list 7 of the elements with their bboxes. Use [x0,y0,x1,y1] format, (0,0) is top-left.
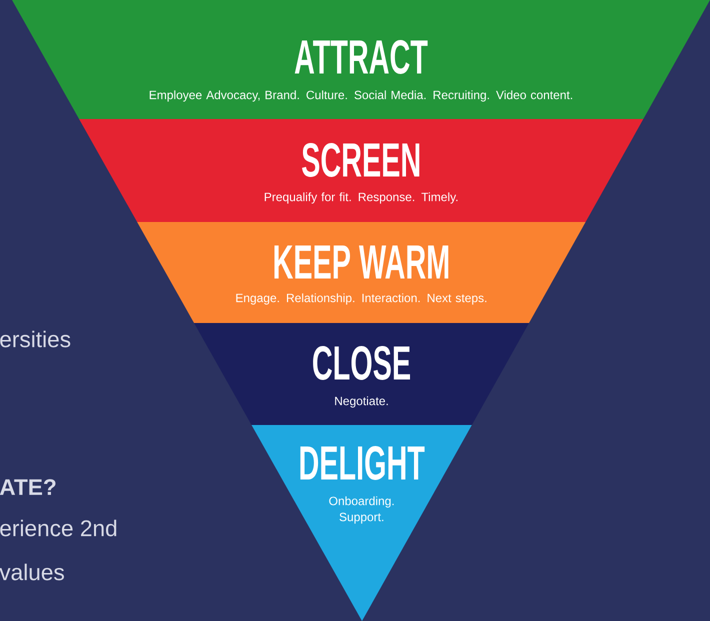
side-text: erience 2nd [0,520,116,536]
funnel-band: DELIGHT Onboarding. Support. [252,425,472,621]
funnel-band: SCREEN Prequalify for fit. Response. Timely. [79,119,644,222]
funnel-band: CLOSE Negotiate. [194,323,529,425]
side-text: ATE? [0,479,56,495]
funnel-band: KEEP WARM Engage. Relationship. Interaction. Next steps. [137,222,586,323]
side-text: ersities [0,330,70,348]
